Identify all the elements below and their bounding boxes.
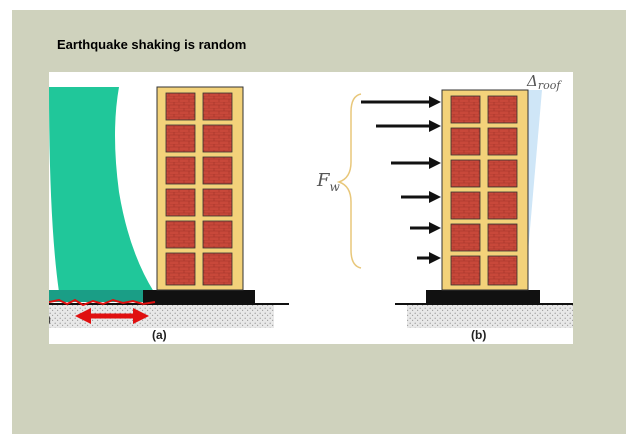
ground-motion-base <box>49 290 144 302</box>
panel-a-label: (a) <box>152 328 167 342</box>
force-label: Fw <box>316 170 341 194</box>
shaking-trace <box>49 298 156 307</box>
building-a <box>156 86 244 291</box>
soil-b <box>407 304 573 328</box>
panel-a: ) (a) <box>49 86 289 342</box>
force-arrow-icon <box>361 96 441 264</box>
figure: ) (a) <box>49 72 573 344</box>
panel-b-label: (b) <box>471 328 486 342</box>
partial-glyph: ) <box>49 312 51 326</box>
foundation-b <box>426 290 540 303</box>
ground-motion-wave <box>49 87 154 292</box>
panel-b: Fw Δroof (b) <box>316 72 573 342</box>
slide: Earthquake shaking is random <box>12 10 626 434</box>
foundation-a <box>143 290 255 303</box>
curly-brace-icon <box>336 93 362 269</box>
building-b <box>441 89 529 291</box>
slide-title: Earthquake shaking is random <box>57 37 247 52</box>
displacement-label: Δroof <box>526 72 562 92</box>
bidirectional-arrow-icon <box>75 308 149 324</box>
figure-svg: ) (a) <box>49 72 573 342</box>
